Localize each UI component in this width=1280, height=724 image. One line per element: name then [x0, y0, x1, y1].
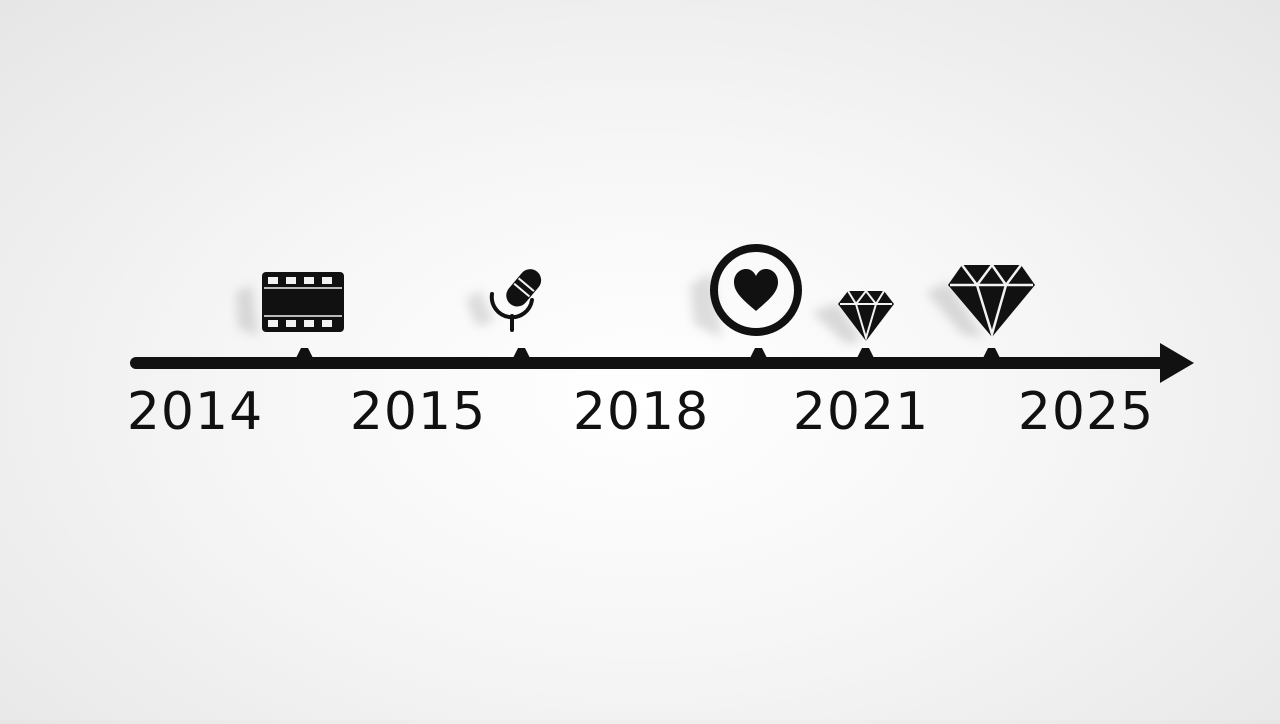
year-label-2021: 2021 [792, 382, 930, 442]
heart-circle-icon [690, 244, 802, 338]
film-strip-icon [236, 272, 344, 336]
tick-markers [296, 348, 1000, 358]
tick-marker [296, 348, 313, 358]
tick-marker [857, 348, 874, 358]
year-label-2015: 2015 [349, 382, 487, 442]
tick-marker [750, 348, 767, 358]
microphone-icon [466, 269, 542, 332]
tick-marker [513, 348, 530, 358]
arrow-head-icon [1160, 343, 1194, 383]
diamond-large-icon [926, 262, 1035, 339]
year-label-2025: 2025 [1017, 382, 1155, 442]
year-label-2014: 2014 [126, 382, 264, 442]
diamond-small-icon [812, 289, 894, 344]
timeline-axis [130, 343, 1194, 383]
year-label-2018: 2018 [572, 382, 710, 442]
tick-marker [983, 348, 1000, 358]
